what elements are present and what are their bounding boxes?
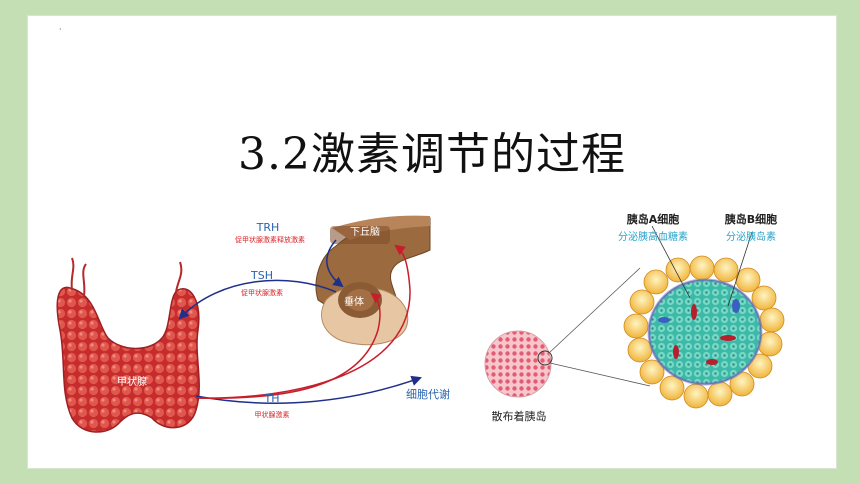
trh-description: 促甲状腺激素释放激素 (235, 235, 305, 244)
feedback-arrow-pituitary (195, 292, 382, 399)
b-cell-description: 分泌胰岛素 (726, 230, 776, 243)
tsh-description: 促甲状腺激素 (241, 288, 283, 297)
thyroid-axis-figure: 甲状腺 下丘脑 垂体 TRH 促甲状腺激素释放激素 TSH 促甲状腺激素 TH … (56, 215, 450, 433)
a-cell-description: 分泌胰高血糖素 (618, 230, 688, 243)
a-cell-title: 胰岛A细胞 (626, 212, 680, 226)
th-arrow (195, 375, 422, 404)
tissue-caption: 散布着胰岛 (492, 409, 547, 423)
th-label: TH (264, 392, 280, 405)
b-cell-title: 胰岛B细胞 (724, 212, 777, 226)
brain-illustration (315, 215, 431, 346)
thyroid-label: 甲状腺 (117, 375, 147, 388)
slide-title: 3.2激素调节的过程 (238, 129, 626, 180)
pituitary-label: 垂体 (344, 296, 364, 308)
tsh-label: TSH (250, 269, 273, 282)
trh-arrow (326, 239, 344, 288)
pancreatic-islet-figure: 散布着胰岛 胰岛A细胞 分泌胰高血糖素 胰岛B细 (484, 212, 785, 423)
th-description: 甲状腺激素 (255, 410, 290, 419)
tsh-arrow (178, 279, 337, 320)
feedback-arrow-hypothalamus (195, 244, 411, 399)
trh-label: TRH (256, 221, 280, 234)
metabolism-label: 细胞代谢 (406, 387, 450, 401)
thyroid-gland-illustration (56, 257, 200, 433)
hypothalamus-label: 下丘脑 (350, 225, 380, 238)
pancreas-tissue-sample (484, 330, 552, 398)
corner-dot: · (59, 25, 62, 34)
magnify-marker (537, 350, 553, 366)
